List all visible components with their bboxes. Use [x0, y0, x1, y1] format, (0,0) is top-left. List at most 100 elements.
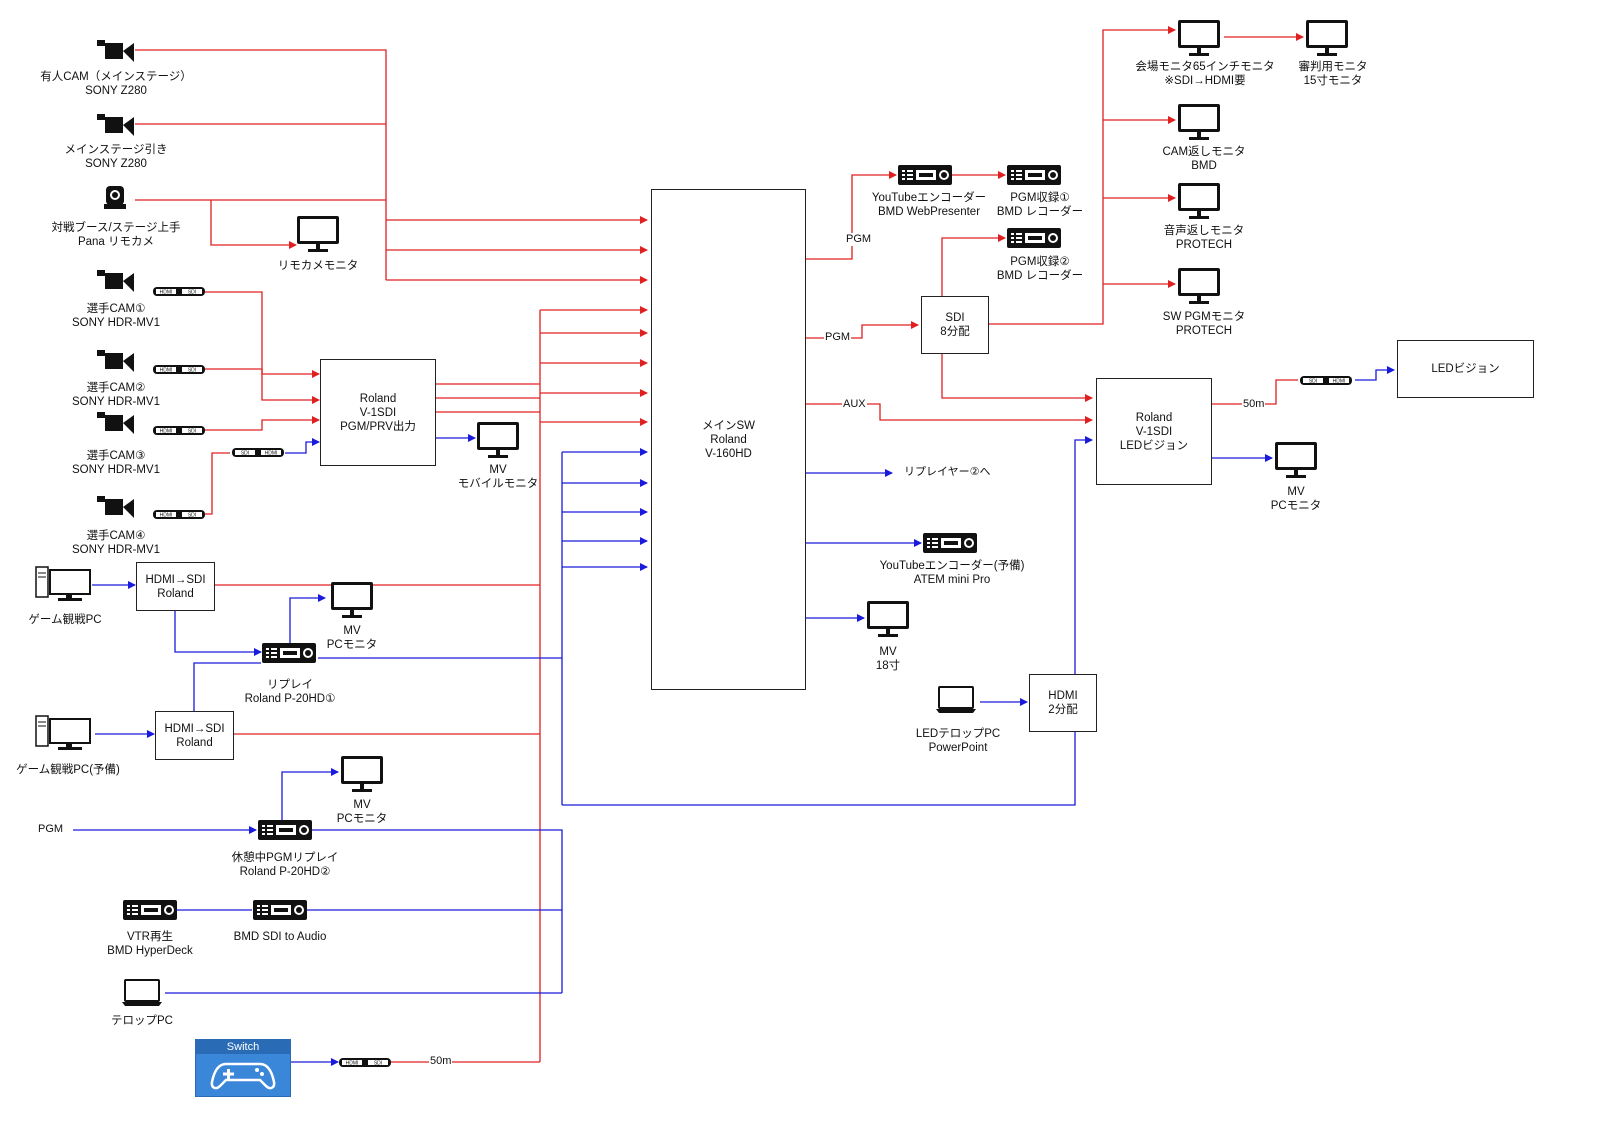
box-line: 2分配: [1048, 704, 1078, 716]
pgm-line-label: PGM: [824, 331, 852, 344]
hdmi-text: HDMI: [160, 513, 173, 519]
box-line: 8分配: [940, 326, 970, 338]
box-line: HDMI→SDI: [145, 573, 206, 586]
monitor-icon: [1178, 104, 1220, 140]
monitor-icon: [1306, 20, 1348, 56]
pc-label: ゲーム観戦PC(予備): [16, 764, 120, 776]
hdmi-sdi-converter-icon: HDMI SDI: [153, 510, 205, 519]
recorder-deck-icon: [1007, 165, 1061, 185]
telop-pc-label: テロップPC: [111, 1015, 173, 1027]
box-line: Roland: [359, 392, 397, 405]
pgm-input-label: PGM: [37, 823, 65, 836]
box-line: SDI: [945, 312, 965, 324]
roland-v1sdi-pgm-box: Roland V-1SDI PGM/PRV出力: [320, 359, 436, 466]
hdmi-text: HDMI: [160, 368, 173, 374]
monitor-icon: [1275, 442, 1317, 478]
sdi-text: SDI: [1309, 379, 1317, 385]
sdi-text: SDI: [188, 290, 196, 296]
camera-icon: [97, 412, 134, 434]
hdmi-splitter-box: HDMI 2分配: [1029, 674, 1097, 732]
main-switcher-box: メインSW Roland V-160HD: [651, 189, 806, 690]
monitor-label: 会場モニタ65インチモニタ※SDI→HDMI要: [1135, 61, 1275, 87]
recorder-deck-icon: [258, 820, 312, 840]
desktop-pc-icon: [35, 566, 91, 601]
box-line: Roland: [176, 736, 213, 749]
hdmi-text: HDMI: [160, 290, 173, 296]
sdi-text: SDI: [188, 429, 196, 435]
recorder-deck-icon: [898, 165, 952, 185]
roland-v1sdi-led-box: Roland V-1SDI LEDビジョン: [1096, 378, 1212, 485]
laptop-icon: [122, 979, 162, 1006]
camera-icon: [97, 350, 134, 372]
hdmi-lines: [73, 366, 1395, 1066]
recorder-deck-icon: [123, 900, 177, 920]
monitor-icon: [477, 422, 519, 458]
box-line: V-160HD: [705, 447, 752, 460]
monitor-icon: [1178, 183, 1220, 219]
camera-icon: [97, 496, 134, 518]
pgm-line-label: PGM: [845, 233, 873, 246]
ptz-camera-icon: [104, 186, 126, 209]
sdi-lines: [135, 26, 1304, 1063]
cable-length-label: 50m: [429, 1055, 453, 1068]
box-line: HDMI: [1048, 690, 1078, 702]
hdmi-text: HDMI: [1333, 379, 1346, 385]
sdi-hdmi-converter-icon: SDI HDMI: [1300, 376, 1352, 385]
switch-console: Switch: [195, 1039, 291, 1097]
desktop-pc-icon: [35, 715, 91, 750]
monitor-icon: [1178, 20, 1220, 56]
monitor-icon: [1178, 268, 1220, 304]
box-line: Roland: [1135, 411, 1173, 424]
recorder-deck-icon: [923, 533, 977, 553]
sdi-hdmi-converter-icon: SDI HDMI: [232, 448, 284, 457]
monitor-icon: [331, 582, 373, 618]
monitor-icon: [297, 216, 339, 252]
sdi-audio-label: BMD SDI to Audio: [233, 931, 327, 943]
laptop-icon: [936, 686, 976, 713]
cable-length-label: 50m: [1242, 398, 1266, 411]
hdmi-text: HDMI: [265, 451, 278, 457]
monitor-icon: [867, 601, 909, 637]
monitor-label: リモカメモニタ: [277, 260, 359, 272]
hdmi-text: HDMI: [346, 1061, 359, 1067]
aux-line-label: AUX: [842, 398, 867, 411]
led-vision-box: LEDビジョン: [1397, 340, 1534, 398]
encoder-label: YouTubeエンコーダー(予備)ATEM mini Pro: [879, 560, 1025, 586]
recorder-deck-icon: [262, 643, 316, 663]
box-line: V-1SDI: [359, 406, 397, 419]
camera-icon: [97, 114, 134, 136]
hdmi-sdi-converter-box: HDMI→SDI Roland: [136, 562, 215, 611]
box-line: Roland: [710, 433, 747, 446]
camera-icon: [97, 40, 134, 62]
switch-title: Switch: [196, 1040, 290, 1054]
sdi-text: SDI: [188, 368, 196, 374]
box-line: V-1SDI: [1135, 425, 1173, 438]
box-line: PGM/PRV出力: [340, 420, 416, 433]
pc-label: ゲーム観戦PC: [28, 614, 102, 626]
box-line: HDMI→SDI: [164, 722, 225, 735]
sdi-text: SDI: [241, 451, 249, 457]
box-line: メインSW: [701, 419, 756, 432]
recorder-deck-icon: [1007, 228, 1061, 248]
sdi-text: SDI: [188, 513, 196, 519]
hdmi-sdi-converter-icon: HDMI SDI: [153, 287, 205, 296]
